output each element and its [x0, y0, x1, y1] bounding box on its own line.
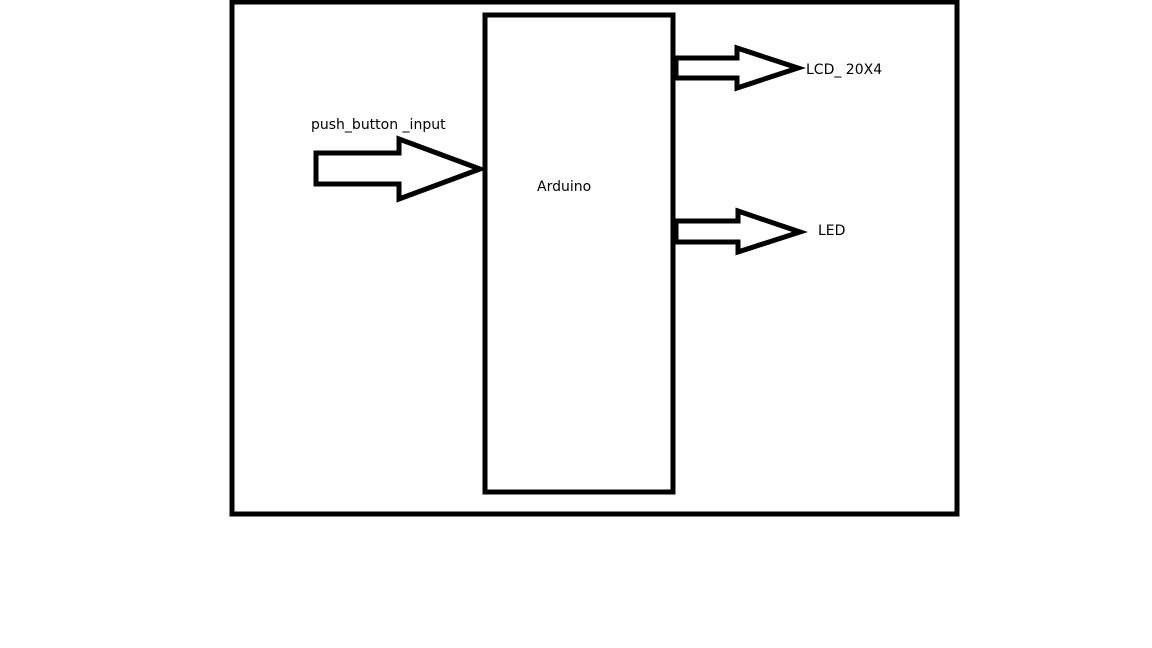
led-output-arrow: [673, 207, 808, 256]
led-label: LED: [818, 223, 845, 239]
push-button-input-label: push_button _input: [311, 117, 446, 133]
input-arrow: [313, 135, 488, 203]
lcd-output-arrow: [673, 44, 807, 92]
arduino-block: [482, 12, 676, 495]
lcd-label: LCD_ 20X4: [806, 62, 882, 78]
arduino-label: Arduino: [537, 179, 591, 195]
